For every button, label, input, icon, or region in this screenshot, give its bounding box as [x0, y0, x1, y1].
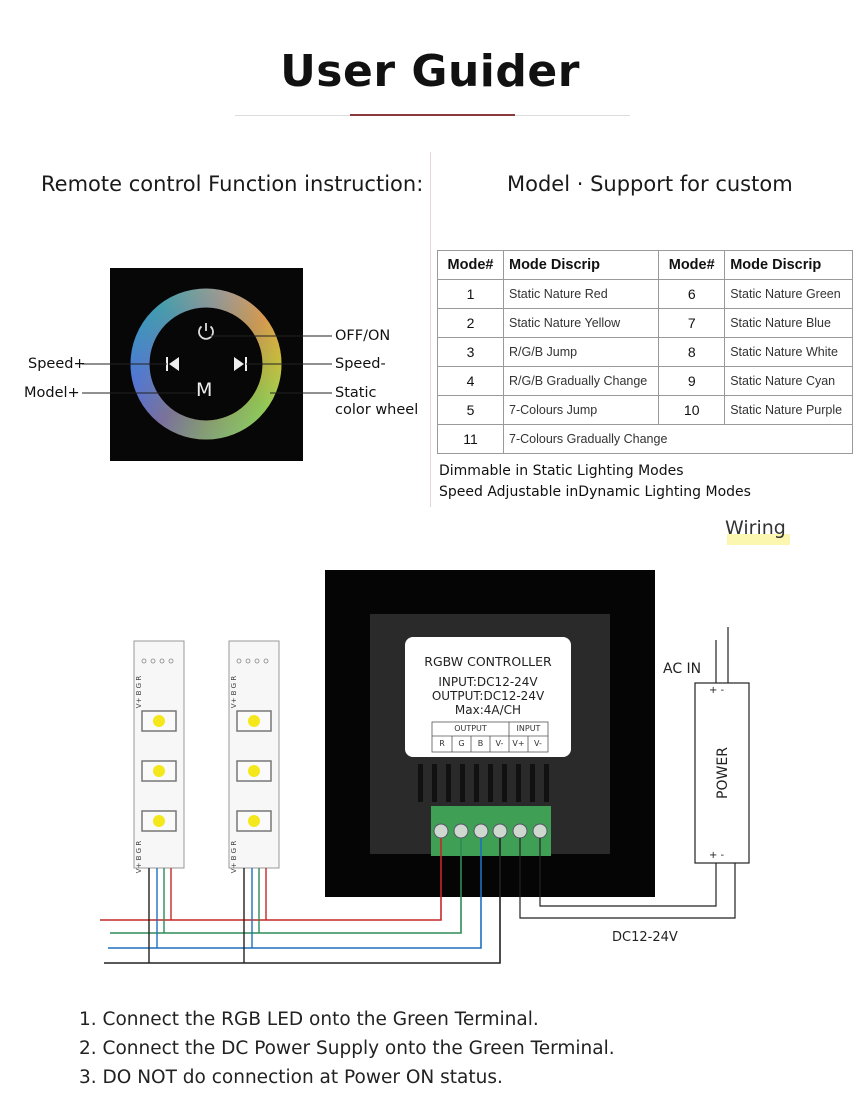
mode-table: Mode# Mode Discrip Mode# Mode Discrip 1 …	[437, 250, 853, 454]
mode-num: 2	[437, 308, 504, 338]
header-mode-num: Mode#	[658, 250, 726, 280]
mode-num: 4	[437, 366, 504, 396]
section-divider	[430, 152, 431, 507]
mode-num: 8	[658, 337, 726, 367]
mode-desc: Static Nature Cyan	[724, 366, 853, 396]
mode-desc: Static Nature Red	[502, 279, 660, 309]
wiring-title: Wiring	[725, 517, 786, 539]
strip-top-pins: V+ B G R	[135, 675, 143, 709]
input-group-label: INPUT	[516, 724, 541, 733]
mode-num: 10	[658, 395, 726, 425]
label-static: Static	[335, 385, 377, 401]
mode-num: 1	[437, 279, 504, 309]
mode-desc: 7-Colours Jump	[502, 395, 660, 425]
output-group-label: OUTPUT	[454, 724, 487, 733]
strip-bottom-pins: V+ B G R	[230, 840, 238, 874]
remote-heading: Remote control Function instruction:	[41, 172, 424, 196]
dc-voltage-label: DC12-24V	[612, 930, 678, 945]
power-label: POWER	[715, 747, 731, 799]
ac-in-label: AC IN	[663, 661, 702, 677]
note-dimmable: Dimmable in Static Lighting Modes	[439, 463, 684, 479]
mode-num: 6	[658, 279, 726, 309]
header-mode-desc: Mode Discrip	[502, 250, 660, 280]
strip-bottom-pins: V+ B G R	[135, 840, 143, 874]
terminal-label: B	[477, 739, 484, 748]
terminal-label: V-	[495, 739, 504, 748]
table-row: 3 R/G/B Jump 8 Static Nature White	[437, 337, 853, 367]
table-row: 5 7-Colours Jump 10 Static Nature Purple	[437, 395, 853, 425]
header-mode-desc: Mode Discrip	[724, 250, 853, 280]
title-accent-line	[350, 114, 515, 116]
mode-desc: Static Nature Purple	[724, 395, 853, 425]
label-speed-minus: Speed-	[335, 356, 386, 372]
psu-bottom-terminals: + -	[709, 850, 725, 861]
terminal-label: V+	[512, 739, 525, 748]
page-title: User Guider	[280, 46, 580, 97]
table-row: 2 Static Nature Yellow 7 Static Nature B…	[437, 308, 853, 338]
label-off-on: OFF/ON	[335, 328, 391, 344]
note-speed: Speed Adjustable inDynamic Lighting Mode…	[439, 484, 751, 500]
controller-max: Max:4A/CH	[454, 703, 522, 717]
callout-lines	[82, 335, 332, 394]
controller-output: OUTPUT:DC12-24V	[431, 689, 545, 703]
mode-num: 9	[658, 366, 726, 396]
mode-num: 11	[437, 424, 504, 454]
mode-desc: Static Nature Green	[724, 279, 853, 309]
table-row: 4 R/G/B Gradually Change 9 Static Nature…	[437, 366, 853, 396]
mode-desc: Static Nature Yellow	[502, 308, 660, 338]
mode-desc: R/G/B Jump	[502, 337, 660, 367]
strip-top-pins: V+ B G R	[230, 675, 238, 709]
mode-heading: Model · Support for custom	[507, 172, 793, 196]
mode-desc: 7-Colours Gradually Change	[503, 424, 853, 454]
table-row: 11 7-Colours Gradually Change	[437, 424, 853, 454]
mode-desc: Static Nature Blue	[724, 308, 853, 338]
wiring-highlight	[727, 534, 790, 545]
psu-top-terminals: + -	[709, 685, 725, 696]
controller-title: RGBW CONTROLLER	[424, 654, 552, 669]
mode-num: 3	[437, 337, 504, 367]
label-color-wheel: color wheel	[335, 402, 419, 418]
terminal-label: R	[439, 739, 445, 748]
instruction-item: 3. DO NOT do connection at Power ON stat…	[79, 1067, 503, 1088]
mode-num: 7	[658, 308, 726, 338]
table-header-row: Mode# Mode Discrip Mode# Mode Discrip	[437, 250, 853, 280]
power-icon[interactable]	[195, 320, 217, 342]
instruction-item: 1. Connect the RGB LED onto the Green Te…	[79, 1009, 539, 1030]
instruction-item: 2. Connect the DC Power Supply onto the …	[79, 1038, 615, 1059]
mode-button[interactable]: M	[196, 379, 213, 401]
wiring-diagram	[100, 570, 750, 964]
terminal-label: V-	[534, 739, 542, 748]
mode-num: 5	[437, 395, 504, 425]
controller-input: INPUT:DC12-24V	[438, 675, 538, 689]
header-mode-num: Mode#	[437, 250, 504, 280]
mode-desc: Static Nature White	[724, 337, 853, 367]
label-speed-plus: Speed+	[28, 356, 86, 372]
mode-desc: R/G/B Gradually Change	[502, 366, 660, 396]
label-model-plus: Model+	[24, 385, 80, 401]
terminal-label: G	[458, 739, 465, 748]
table-row: 1 Static Nature Red 6 Static Nature Gree…	[437, 279, 853, 309]
